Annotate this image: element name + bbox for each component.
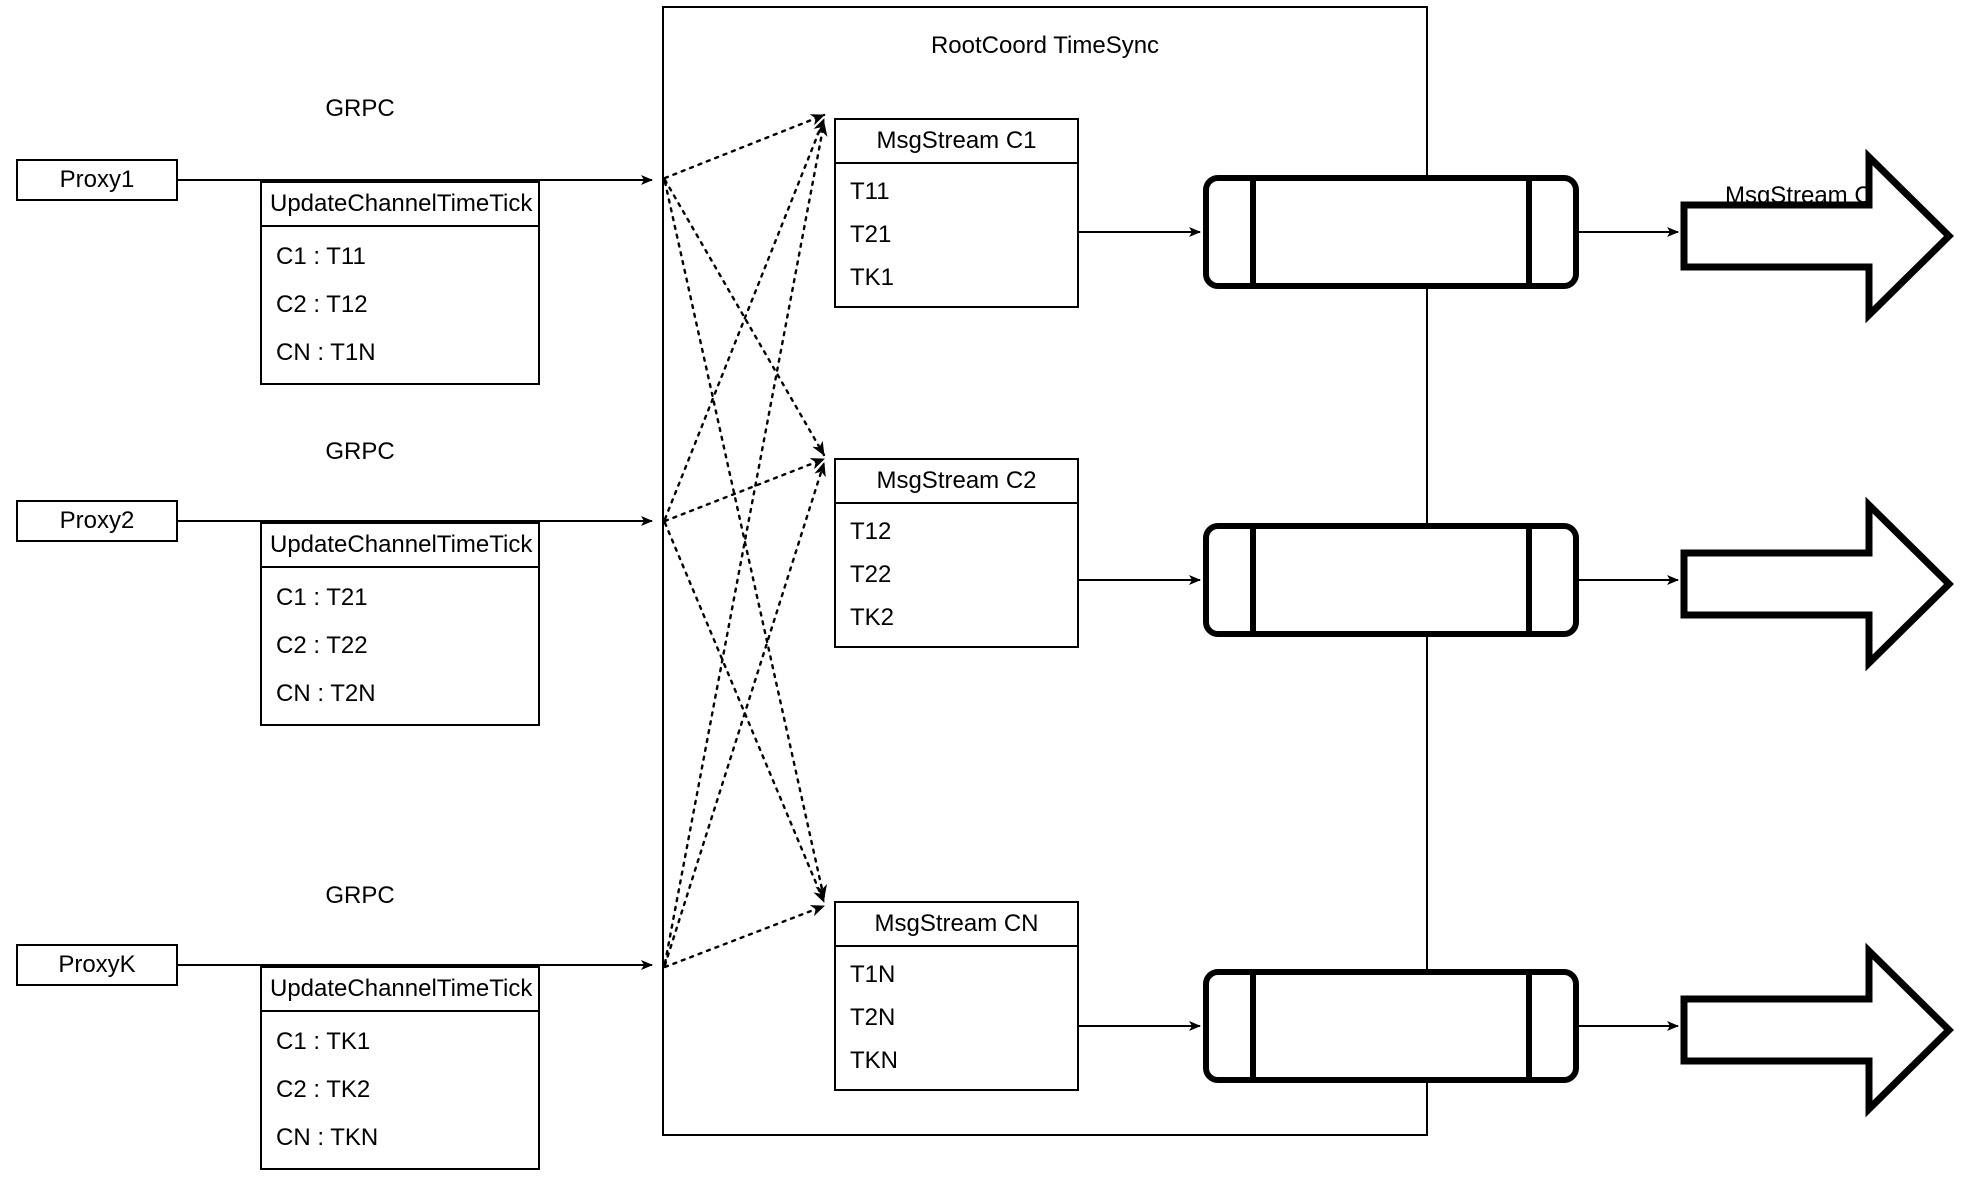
container-title: RootCoord TimeSync — [930, 32, 1160, 59]
tickbox-row: C2 : T22 — [276, 632, 368, 659]
msgstream-box-2: MsgStream C2 T12 T22 TK2 — [834, 458, 1079, 648]
msgstream-title-3: MsgStream CN — [836, 903, 1077, 947]
msgstream-tick-row: T11 — [850, 177, 890, 205]
msgstream-tick-row: TK2 — [850, 604, 895, 632]
tickbox-row: C1 : TK1 — [276, 1028, 371, 1055]
tickbox-title-3: UpdateChannelTimeTick — [262, 968, 538, 1012]
tickbox-row: C2 : TK2 — [276, 1076, 371, 1103]
proxy-node-2[interactable]: Proxy2 — [16, 500, 178, 542]
msgstream-box-1: MsgStream C1 T11 T21 TK1 — [834, 118, 1079, 308]
tickbox-title-2: UpdateChannelTimeTick — [262, 524, 538, 568]
tickbox-row: C1 : T11 — [276, 243, 366, 270]
min-box-label-2: Min(T12,T22,TK2) — [1302, 549, 1498, 576]
msgstream-title-2: MsgStream C2 — [836, 460, 1077, 504]
grpc-label-3: GRPC — [325, 882, 395, 909]
update-channel-timetick-box-1: UpdateChannelTimeTick C1 : T11 C2 : T12 … — [260, 181, 540, 385]
tickbox-row: C2 : T12 — [276, 291, 368, 318]
output-arrow-label-2: MsgStream C2 — [1724, 549, 1886, 576]
tickbox-row: CN : T1N — [276, 339, 376, 366]
msgstream-tick-row: TKN — [850, 1047, 898, 1075]
update-channel-timetick-box-3: UpdateChannelTimeTick C1 : TK1 C2 : TK2 … — [260, 966, 540, 1170]
output-arrow-label-1: MsgStream C1 — [1724, 182, 1886, 209]
proxy-node-3[interactable]: ProxyK — [16, 944, 178, 986]
msgstream-tick-row: TK1 — [850, 264, 895, 292]
min-box-label-1: Min(T11,T21,TK1) — [1303, 182, 1497, 209]
min-box-label-3: Min(T1N,T2N,TKN) — [1296, 994, 1504, 1021]
grpc-label-2: GRPC — [325, 438, 395, 465]
grpc-label-1: GRPC — [325, 95, 395, 122]
proxy-label-1: Proxy1 — [59, 166, 135, 193]
tickbox-row: CN : TKN — [276, 1124, 379, 1151]
output-arrow-label-3: MsgStream CN — [1722, 994, 1888, 1021]
min-to-output-connectors — [1576, 227, 1679, 1031]
msgstream-box-3: MsgStream CN T1N T2N TKN — [834, 901, 1079, 1091]
msgstream-tick-row: T12 — [850, 517, 892, 545]
proxy-label-3: ProxyK — [58, 951, 136, 978]
proxy-node-1[interactable]: Proxy1 — [16, 159, 178, 201]
msgstream-tick-row: T22 — [850, 560, 892, 588]
tickbox-title-1: UpdateChannelTimeTick — [262, 183, 538, 227]
msgstream-tick-row: T1N — [850, 960, 896, 988]
tickbox-row: CN : T2N — [276, 680, 376, 707]
tickbox-row: C1 : T21 — [276, 584, 368, 611]
update-channel-timetick-box-2: UpdateChannelTimeTick C1 : T21 C2 : T22 … — [260, 522, 540, 726]
msgstream-title-1: MsgStream C1 — [836, 120, 1077, 164]
proxy-label-2: Proxy2 — [59, 507, 135, 534]
msgstream-tick-row: T21 — [850, 220, 892, 248]
msgstream-tick-row: T2N — [850, 1003, 896, 1031]
